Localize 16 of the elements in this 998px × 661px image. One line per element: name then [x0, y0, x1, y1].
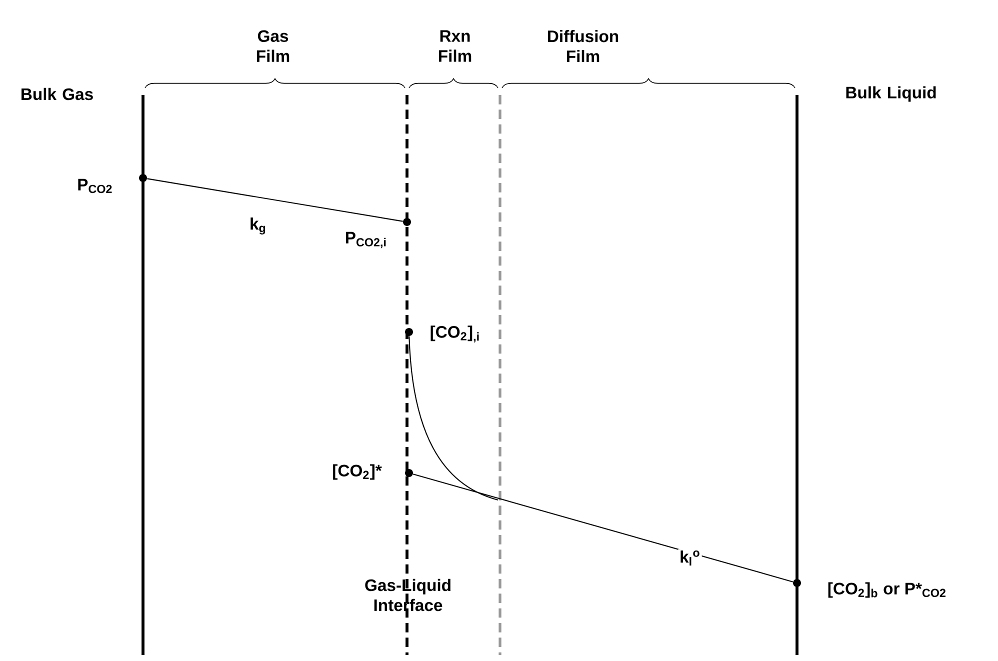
point-label: [CO$_{2}$]*: [333, 464, 382, 480]
region-label: Bulk Gas: [22, 88, 93, 100]
region-label: Diffusion Film: [548, 30, 618, 62]
region-label: Gas Film: [256, 30, 290, 62]
region-label: Rxn Film: [438, 30, 472, 62]
edge-label: k$_{g}$: [248, 216, 268, 236]
point-label: P$_{CO2,i}$: [346, 232, 386, 248]
region-label: Bulk Liquid: [846, 86, 936, 102]
profile-line: [412, 474, 794, 582]
region-label: Gas-Liquid Interface: [365, 578, 450, 612]
profile-line: [147, 178, 403, 222]
point-label: P$_{CO2}$: [78, 178, 112, 194]
concentration-curve: [408, 336, 498, 501]
point-label: [CO$_{2}$]$_{b}$ or P*$_{CO2}$: [828, 582, 946, 598]
edge-label: k$_{l}$o: [678, 549, 702, 567]
point-label: [CO$_{2}$]$_{,i}$: [430, 326, 479, 342]
